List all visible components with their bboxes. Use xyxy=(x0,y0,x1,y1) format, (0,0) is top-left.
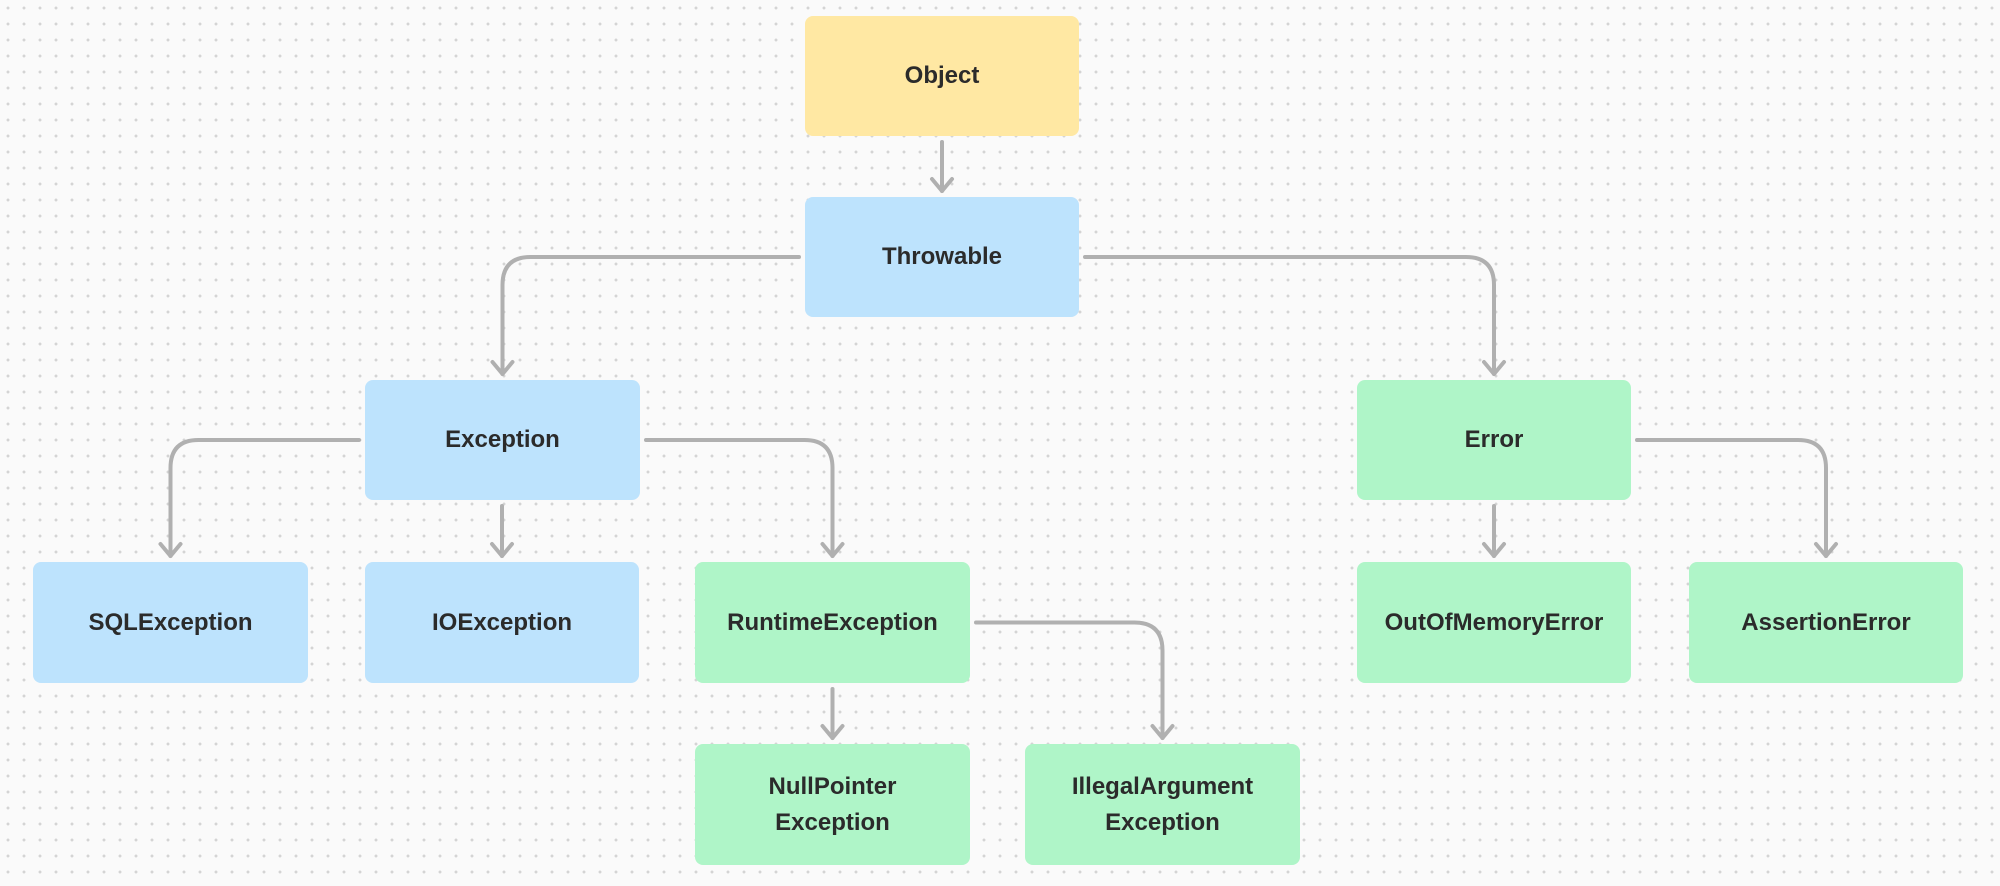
arrowhead-assertionerror xyxy=(1814,542,1838,558)
node-runtimeexception[interactable]: RuntimeException xyxy=(695,562,970,683)
arrowhead-error xyxy=(1482,360,1506,376)
node-ioexception[interactable]: IOException xyxy=(365,562,639,683)
node-error[interactable]: Error xyxy=(1357,380,1631,500)
node-outofmemoryerror[interactable]: OutOfMemoryError xyxy=(1357,562,1631,683)
node-object[interactable]: Object xyxy=(805,16,1079,136)
edge-runtimeexception-to-illegalargumentexception xyxy=(974,620,1165,740)
arrowhead-throwable xyxy=(930,177,954,193)
edge-throwable-to-error xyxy=(1083,255,1496,376)
node-nullpointerexception[interactable]: NullPointer Exception xyxy=(695,744,970,865)
arrowhead-outofmemoryerror xyxy=(1482,542,1506,558)
arrowhead-ioexception xyxy=(490,542,514,558)
edge-error-to-assertionerror xyxy=(1635,438,1828,558)
arrowhead-nullpointerexception xyxy=(820,724,845,740)
node-illegalargumentexception[interactable]: IllegalArgument Exception xyxy=(1025,744,1300,865)
arrowhead-exception xyxy=(490,360,515,376)
arrowhead-sqlexception xyxy=(158,542,183,558)
node-exception[interactable]: Exception xyxy=(365,380,640,500)
node-sqlexception[interactable]: SQLException xyxy=(33,562,308,683)
node-assertionerror[interactable]: AssertionError xyxy=(1689,562,1963,683)
node-throwable[interactable]: Throwable xyxy=(805,197,1079,317)
arrowhead-runtimeexception xyxy=(820,542,845,558)
edge-throwable-to-exception xyxy=(500,255,801,376)
edge-exception-to-sqlexception xyxy=(168,438,361,558)
edge-exception-to-runtimeexception xyxy=(644,438,835,558)
arrowhead-illegalargumentexception xyxy=(1150,724,1175,740)
